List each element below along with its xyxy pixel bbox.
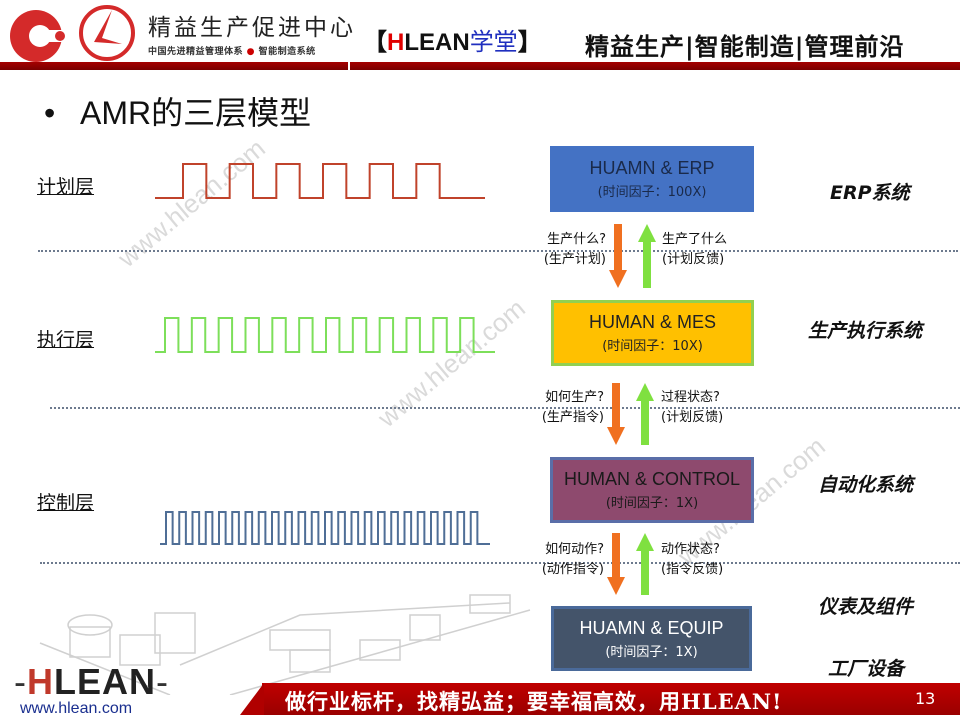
footer-slogan: 做行业标杆，找精弘益；要幸福高效，用HLEAN! xyxy=(285,689,783,714)
watermark: www.hlean.com xyxy=(112,132,271,273)
brand-title: 精益生产促进中心 xyxy=(148,15,356,41)
hlean-logo: -HLEAN- xyxy=(14,661,169,702)
system-label-erp: ERP系统 xyxy=(830,182,910,204)
flow-down-text: 如何动作? (动作指令) xyxy=(541,542,604,577)
arrow-up-icon xyxy=(636,383,654,445)
flow-down-text: 生产什么? (生产计划) xyxy=(543,232,606,267)
header-bar xyxy=(0,62,960,70)
plan-square-wave xyxy=(155,163,485,199)
layer-label-execute: 执行层 xyxy=(37,329,95,351)
header-bar-split xyxy=(348,62,350,70)
erp-system-box: HUAMN & ERP (时间因子：100X) xyxy=(550,146,754,212)
flow-up-text: 动作状态? (指令反馈) xyxy=(661,542,724,577)
arrow-up-icon xyxy=(638,224,656,288)
arrow-down-icon xyxy=(607,533,625,595)
circle-logo-icon xyxy=(79,5,135,61)
factory-line-illustration xyxy=(39,594,531,695)
layer-divider xyxy=(50,407,960,409)
system-label-mes: 生产执行系统 xyxy=(808,320,923,342)
layer-divider xyxy=(40,562,960,564)
flow-up-text: 过程状态? (计划反馈) xyxy=(661,390,724,425)
system-label-automation: 自动化系统 xyxy=(818,474,914,496)
cc-logo-icon xyxy=(10,10,68,62)
flow-up-text: 生产了什么 (计划反馈) xyxy=(662,232,728,267)
arrow-down-icon xyxy=(609,224,627,288)
arrow-up-icon xyxy=(636,533,654,595)
system-label-instruments: 仪表及组件 xyxy=(818,596,914,618)
footer-bar xyxy=(262,683,960,715)
header-slogan: 精益生产|智能制造|管理前沿 xyxy=(585,33,905,61)
slide-title: •AMR的三层模型 xyxy=(44,95,312,131)
control-square-wave xyxy=(160,511,490,545)
flow-down-text: 如何生产? (生产指令) xyxy=(541,390,604,425)
hlean-academy-tag: 【HLEAN学堂】 xyxy=(363,29,542,56)
execute-square-wave xyxy=(155,317,495,353)
system-label-equipment: 工厂设备 xyxy=(828,658,905,680)
page-number: 13 xyxy=(915,689,936,708)
mes-system-box: HUMAN & MES (时间因子：10X) xyxy=(551,300,754,366)
layer-label-control: 控制层 xyxy=(37,492,95,514)
layer-label-plan: 计划层 xyxy=(37,176,95,198)
brand-subtitle: 中国先进精益管理体系 ● 智能制造系统 xyxy=(148,47,316,57)
layer-divider xyxy=(38,250,958,252)
control-system-box: HUMAN & CONTROL (时间因子：1X) xyxy=(550,457,754,523)
equip-system-box: HUAMN & EQUIP (时间因子：1X) xyxy=(551,606,752,671)
website-link[interactable]: www.hlean.com xyxy=(20,700,133,717)
footer-bar-slant xyxy=(240,683,264,715)
arrow-down-icon xyxy=(607,383,625,445)
